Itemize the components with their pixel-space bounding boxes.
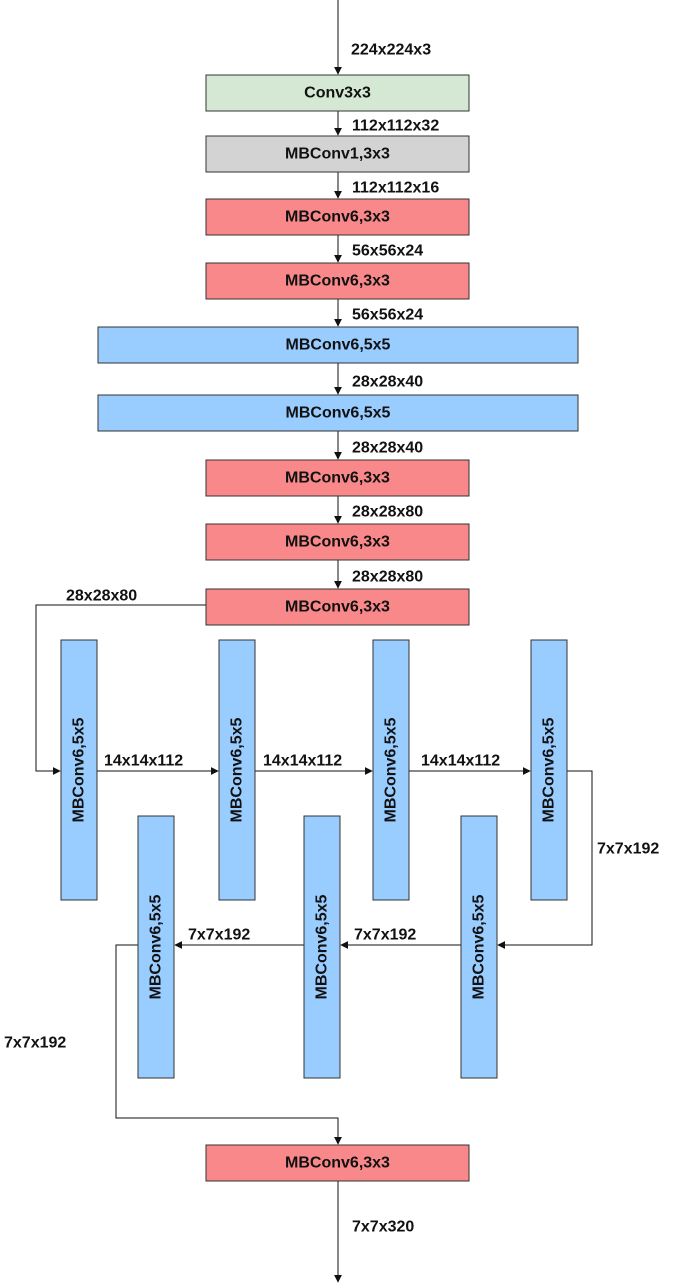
block-rect <box>205 1144 470 1182</box>
block-label: MBConv6,5x5 <box>541 717 558 822</box>
edge-label: 7x7x320 <box>352 1219 414 1236</box>
edge-label: 7x7x192 <box>188 927 250 944</box>
block-rect <box>205 588 470 626</box>
label-layer: 224x224x3 112x112x32 112x112x16 56x56x24 56x… <box>4 42 659 1236</box>
edge-label: 112x112x32 <box>352 118 439 135</box>
block-label: MBConv6,3x3 <box>285 599 390 616</box>
block-rect <box>205 262 470 300</box>
block-rect <box>60 639 98 901</box>
block-rect <box>205 198 470 236</box>
block-rect <box>372 639 410 901</box>
edge-label: 28x28x40 <box>352 374 423 391</box>
edge-label: 28x28x40 <box>352 440 423 457</box>
block-rect <box>97 394 579 432</box>
block-rect <box>137 815 175 1079</box>
block-b8: MBConv6,3x3 <box>205 523 470 561</box>
block-label: MBConv6,5x5 <box>383 717 400 822</box>
block-b10: MBConv6,3x3 <box>205 1144 470 1182</box>
block-label: MBConv6,5x5 <box>229 717 246 822</box>
edge-label: 7x7x192 <box>597 841 659 858</box>
block-label: Conv3x3 <box>304 85 371 102</box>
block-label: MBConv6,3x3 <box>285 1155 390 1172</box>
edge-arrow <box>497 770 593 949</box>
block-v4: MBConv6,5x5 <box>530 639 568 901</box>
edge-layer <box>35 0 593 1283</box>
block-v7: MBConv6,5x5 <box>460 815 498 1079</box>
block-b2: MBConv1,3x3 <box>205 135 470 173</box>
edge-label: 7x7x192 <box>4 1035 66 1052</box>
block-label: MBConv6,5x5 <box>286 337 391 354</box>
edge-label: 224x224x3 <box>351 42 431 59</box>
edge-label: 56x56x24 <box>352 243 423 260</box>
edge-label: 28x28x80 <box>352 504 423 521</box>
edge-label: 112x112x16 <box>352 180 439 197</box>
edge-label: 14x14x112 <box>104 753 183 770</box>
edge-label: 28x28x80 <box>66 588 137 605</box>
block-v6: MBConv6,5x5 <box>303 815 341 1079</box>
edge-label: 7x7x192 <box>354 927 416 944</box>
edge-arrow <box>115 944 342 1145</box>
block-label: MBConv6,5x5 <box>71 717 88 822</box>
block-label: MBConv6,5x5 <box>471 894 488 999</box>
block-v3: MBConv6,5x5 <box>372 639 410 901</box>
block-v5: MBConv6,5x5 <box>137 815 175 1079</box>
block-v1: MBConv6,5x5 <box>60 639 98 901</box>
block-rect <box>205 459 470 497</box>
block-rect <box>205 74 470 112</box>
edge-arrow <box>35 604 206 775</box>
block-b5: MBConv6,5x5 <box>97 326 579 364</box>
block-rect <box>303 815 341 1079</box>
block-rect <box>97 326 579 364</box>
block-label: MBConv6,5x5 <box>286 405 391 422</box>
block-label: MBConv6,3x3 <box>285 470 390 487</box>
block-rect <box>460 815 498 1079</box>
block-rect <box>205 523 470 561</box>
edge-label: 28x28x80 <box>352 569 423 586</box>
edge-label: 56x56x24 <box>352 307 423 324</box>
block-layer: Conv3x3MBConv1,3x3MBConv6,3x3MBConv6,3x3… <box>60 74 579 1182</box>
block-b1: Conv3x3 <box>205 74 470 112</box>
edge-label: 14x14x112 <box>263 753 342 770</box>
block-b9: MBConv6,3x3 <box>205 588 470 626</box>
block-v2: MBConv6,5x5 <box>218 639 256 901</box>
block-label: MBConv6,3x3 <box>285 534 390 551</box>
block-b7: MBConv6,3x3 <box>205 459 470 497</box>
block-b6: MBConv6,5x5 <box>97 394 579 432</box>
block-label: MBConv6,5x5 <box>314 894 331 999</box>
block-label: MBConv6,3x3 <box>285 209 390 226</box>
block-b3: MBConv6,3x3 <box>205 198 470 236</box>
block-b4: MBConv6,3x3 <box>205 262 470 300</box>
block-label: MBConv6,5x5 <box>148 894 165 999</box>
edge-label: 14x14x112 <box>421 753 500 770</box>
block-label: MBConv6,3x3 <box>285 273 390 290</box>
block-rect <box>218 639 256 901</box>
block-rect <box>205 135 470 173</box>
block-rect <box>530 639 568 901</box>
block-label: MBConv1,3x3 <box>285 146 390 163</box>
